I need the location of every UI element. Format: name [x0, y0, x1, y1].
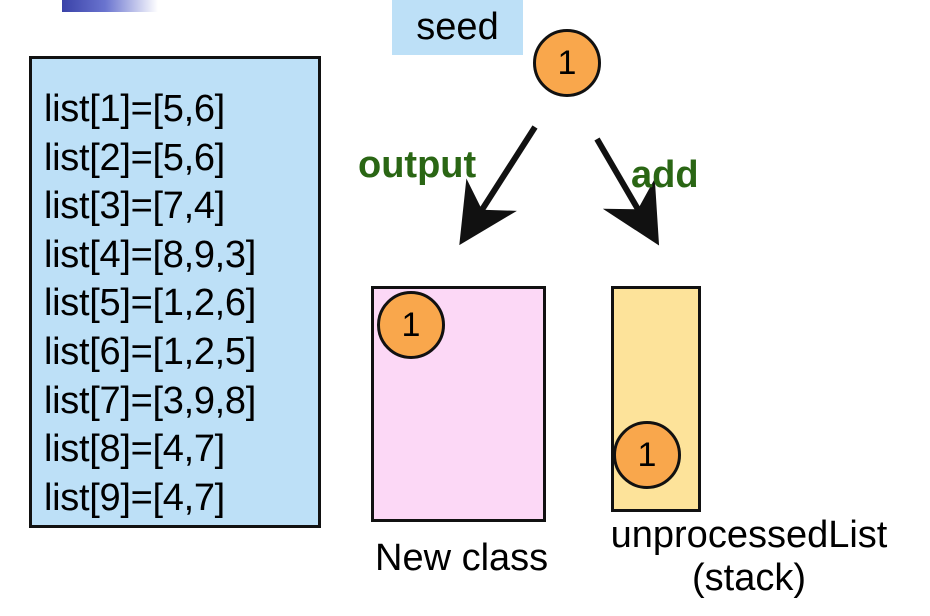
unprocessed-list-caption-line1: unprocessedList [610, 514, 888, 556]
stack-node-value: 1 [637, 435, 657, 474]
new-class-node-value: 1 [401, 305, 421, 344]
seed-node-value: 1 [557, 43, 577, 82]
list-entry: list[9]=[4,7] [44, 476, 225, 519]
slide-corner-mark [62, 0, 158, 12]
list-entry: list[7]=[3,9,8] [44, 379, 257, 422]
adjacency-list-box: list[1]=[5,6] list[2]=[5,6] list[3]=[7,4… [29, 56, 321, 528]
output-edge-label: output [358, 144, 477, 186]
new-class-node: 1 [377, 291, 445, 359]
list-entry: list[4]=[8,9,3] [44, 233, 257, 276]
seed-label-box: seed [392, 0, 523, 55]
list-entry: list[2]=[5,6] [44, 136, 225, 179]
list-entry: list[1]=[5,6] [44, 88, 225, 130]
output-arrow [459, 125, 538, 246]
list-entry: list[3]=[7,4] [44, 185, 225, 228]
unprocessed-list-caption: unprocessedList (stack) [604, 514, 894, 600]
list-entry: list[5]=[1,2,6] [44, 282, 257, 325]
seed-label: seed [416, 6, 499, 48]
unprocessed-list-caption-line2: (stack) [692, 557, 806, 599]
new-class-caption: New class [375, 537, 549, 579]
stack-node: 1 [613, 421, 681, 489]
seed-node: 1 [533, 29, 601, 97]
list-entry: list[6]=[1,2,5] [44, 330, 257, 373]
list-entry: list[8]=[4,7] [44, 428, 225, 471]
add-edge-label: add [631, 154, 699, 196]
